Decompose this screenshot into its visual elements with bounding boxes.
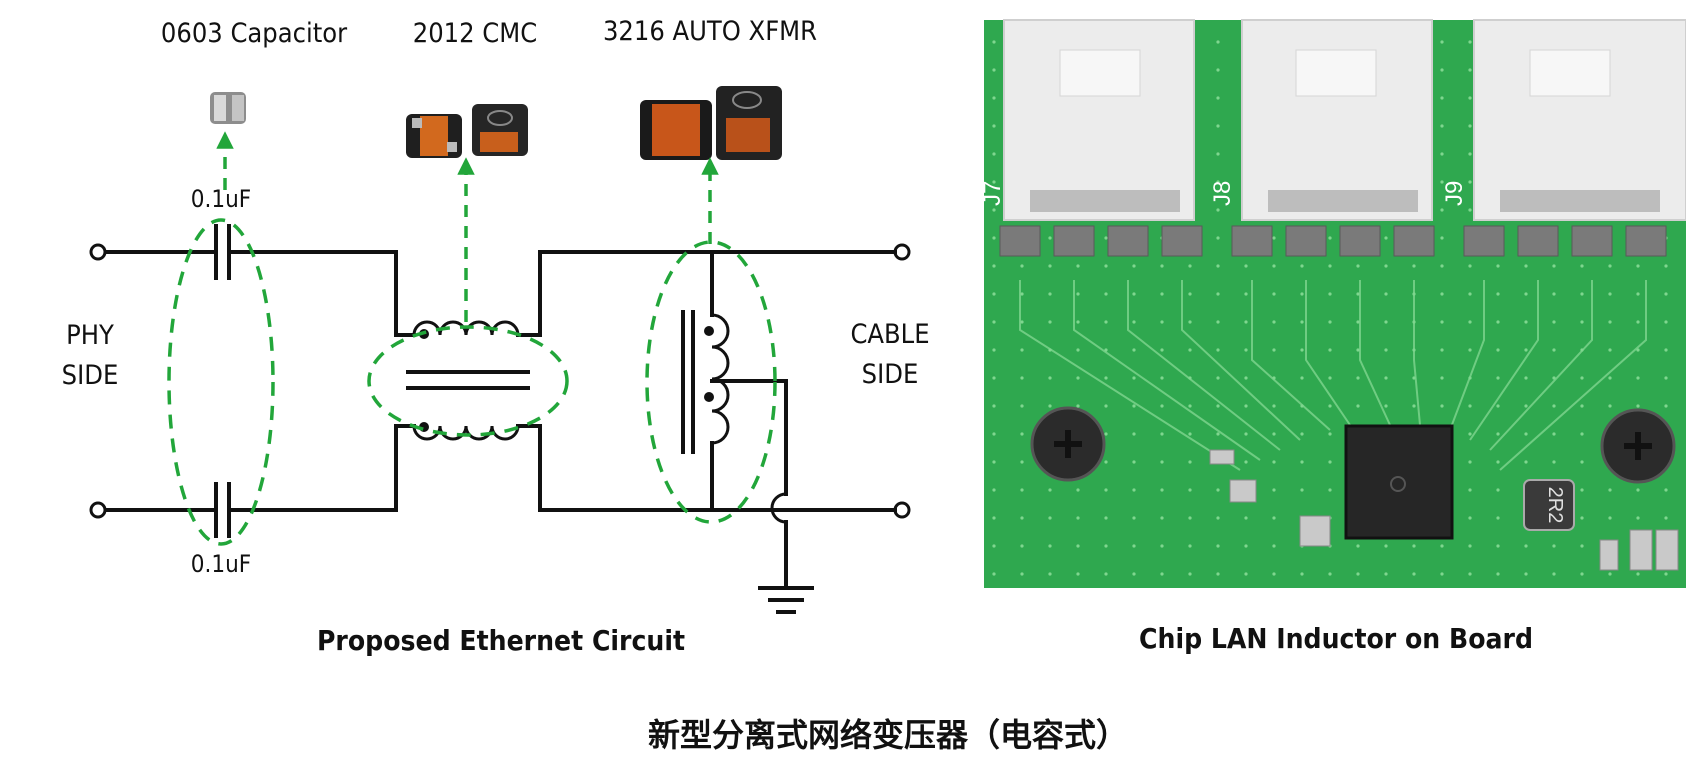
inductor-marking-2r2: 2R2 — [1544, 487, 1566, 524]
cap-value-bottom: 0.1uF — [191, 550, 251, 578]
cmc-highlight-ellipse — [367, 325, 569, 437]
chip-inductor-row — [999, 225, 1667, 257]
capacitor-0603-image — [210, 92, 246, 124]
mounting-screw-right — [1600, 408, 1676, 484]
circuit-caption: Proposed Ethernet Circuit — [317, 624, 685, 657]
designator-j7: J7 — [979, 181, 1006, 206]
xfmr-highlight-ellipse — [645, 240, 777, 524]
cmc-2012-image — [406, 104, 528, 158]
power-inductor-2r2 — [1523, 479, 1575, 531]
main-caption: 新型分离式网络变压器（电容式） — [648, 716, 1128, 754]
cmc-component-label: 2012 CMC — [413, 18, 537, 49]
mounting-screw-left — [1030, 406, 1106, 482]
capacitor-component-label: 0603 Capacitor — [161, 18, 347, 49]
capacitor-highlight-ellipse — [167, 218, 275, 546]
designator-j9: J9 — [1441, 181, 1468, 206]
xfmr-component-label: 3216 AUTO XFMR — [603, 16, 817, 47]
cmc-top-winding — [412, 320, 520, 336]
rj45-connector-j9 — [1473, 19, 1686, 221]
cmc-bottom-winding — [412, 425, 520, 441]
phy-side-label-line2: SIDE — [62, 360, 119, 391]
cable-side-label-line1: CABLE — [850, 319, 929, 350]
smd-passives — [1209, 449, 1679, 571]
phy-terminal-top — [89, 243, 107, 261]
xfmr-3216-image — [640, 86, 782, 160]
ethernet-phy-chip — [1344, 424, 1454, 540]
cable-terminal-bottom — [893, 501, 911, 519]
circuit-schematic — [89, 224, 911, 614]
cap-value-top: 0.1uF — [191, 185, 251, 213]
board-caption: Chip LAN Inductor on Board — [1139, 622, 1533, 655]
phy-terminal-bottom — [89, 501, 107, 519]
rj45-connector-j7 — [1003, 19, 1195, 221]
rj45-connector-j8 — [1241, 19, 1433, 221]
pcb-board-image: J7 J8 J9 — [979, 19, 1686, 588]
cable-terminal-top — [893, 243, 911, 261]
phy-side-label-line1: PHY — [66, 320, 114, 351]
designator-j8: J8 — [1209, 181, 1236, 206]
cable-side-label-line2: SIDE — [862, 359, 919, 390]
